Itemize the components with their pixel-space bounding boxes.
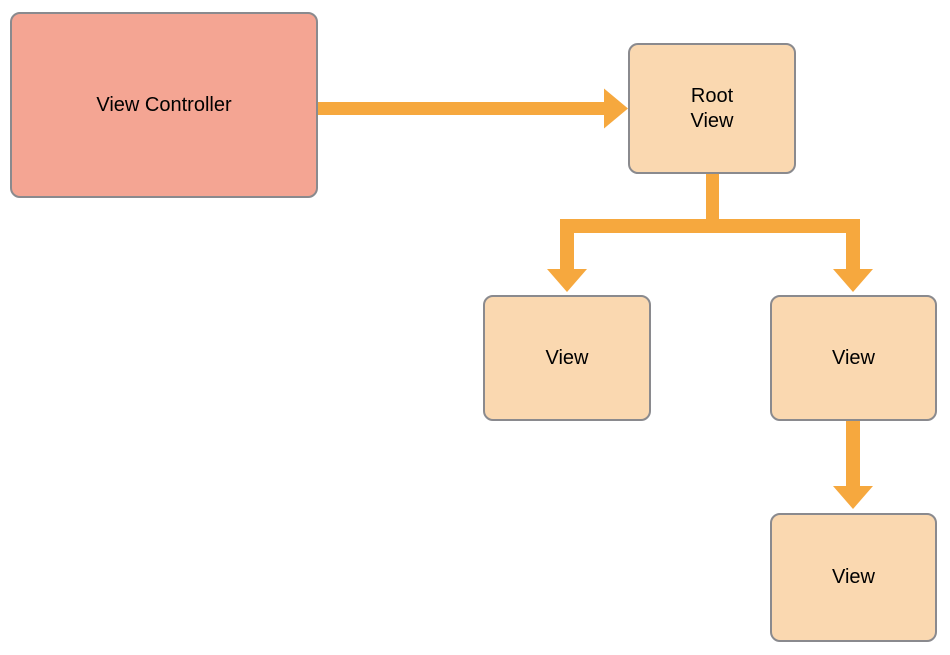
edge-controller-to-rootview	[318, 88, 628, 129]
arrow-shaft	[846, 219, 860, 270]
edge-rightview-to-bottomview	[833, 421, 873, 509]
view-controller-label: View Controller	[96, 93, 232, 116]
view-right-label: View	[832, 346, 875, 369]
node-view-bottom: View	[770, 513, 937, 642]
arrow-head-down-icon	[547, 269, 587, 292]
edge-rootview-to-subviews	[547, 174, 873, 292]
view-bottom-label: View	[832, 566, 875, 588]
arrow-shaft	[846, 421, 860, 487]
view-left-label: View	[545, 346, 589, 369]
node-root-view: Root View	[628, 43, 796, 174]
node-view-controller: View Controller	[10, 12, 318, 198]
arrow-head-down-icon	[833, 486, 873, 509]
root-view-label: Root View	[690, 84, 734, 132]
arrow-shaft	[706, 174, 719, 233]
node-view-left: View	[483, 295, 651, 421]
arrow-head-down-icon	[833, 269, 873, 292]
arrow-head-right-icon	[604, 88, 628, 129]
arrow-shaft	[318, 102, 605, 115]
arrow-shaft	[560, 219, 860, 233]
node-view-right: View	[770, 295, 937, 421]
arrow-shaft	[560, 219, 574, 270]
